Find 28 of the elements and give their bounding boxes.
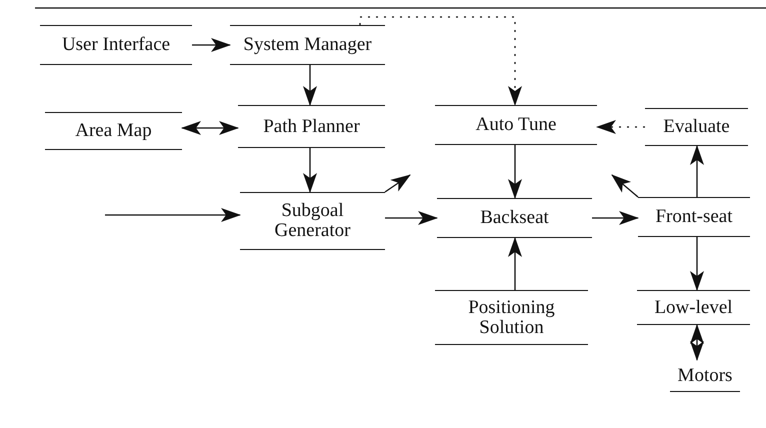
arrow [592, 211, 639, 225]
arrow [181, 121, 239, 135]
arrow [359, 16, 522, 106]
process-block: Low-level [637, 290, 750, 325]
arrow [508, 145, 522, 199]
process-block: Path Planner [238, 105, 385, 148]
arrow [303, 65, 317, 106]
process-block: Area Map [45, 112, 182, 150]
arrow [690, 145, 704, 197]
arrow [384, 174, 411, 193]
arrow [508, 237, 522, 290]
process-block: System Manager [230, 25, 385, 65]
process-block: Auto Tune [435, 105, 597, 145]
process-block: Evaluate [645, 108, 748, 146]
arrow [690, 237, 704, 291]
process-block: Motors [670, 360, 740, 392]
arrow [690, 324, 704, 361]
arrow [385, 211, 438, 225]
arrow [611, 174, 638, 198]
process-block: Front-seat [638, 197, 750, 237]
arrow [303, 148, 317, 193]
process-block: Subgoal Generator [240, 192, 385, 250]
process-block: Backseat [437, 198, 592, 238]
arrow [596, 120, 645, 134]
process-block: Positioning Solution [435, 290, 588, 345]
arrow [105, 208, 241, 222]
arrow [192, 38, 231, 52]
process-block: User Interface [40, 25, 192, 65]
